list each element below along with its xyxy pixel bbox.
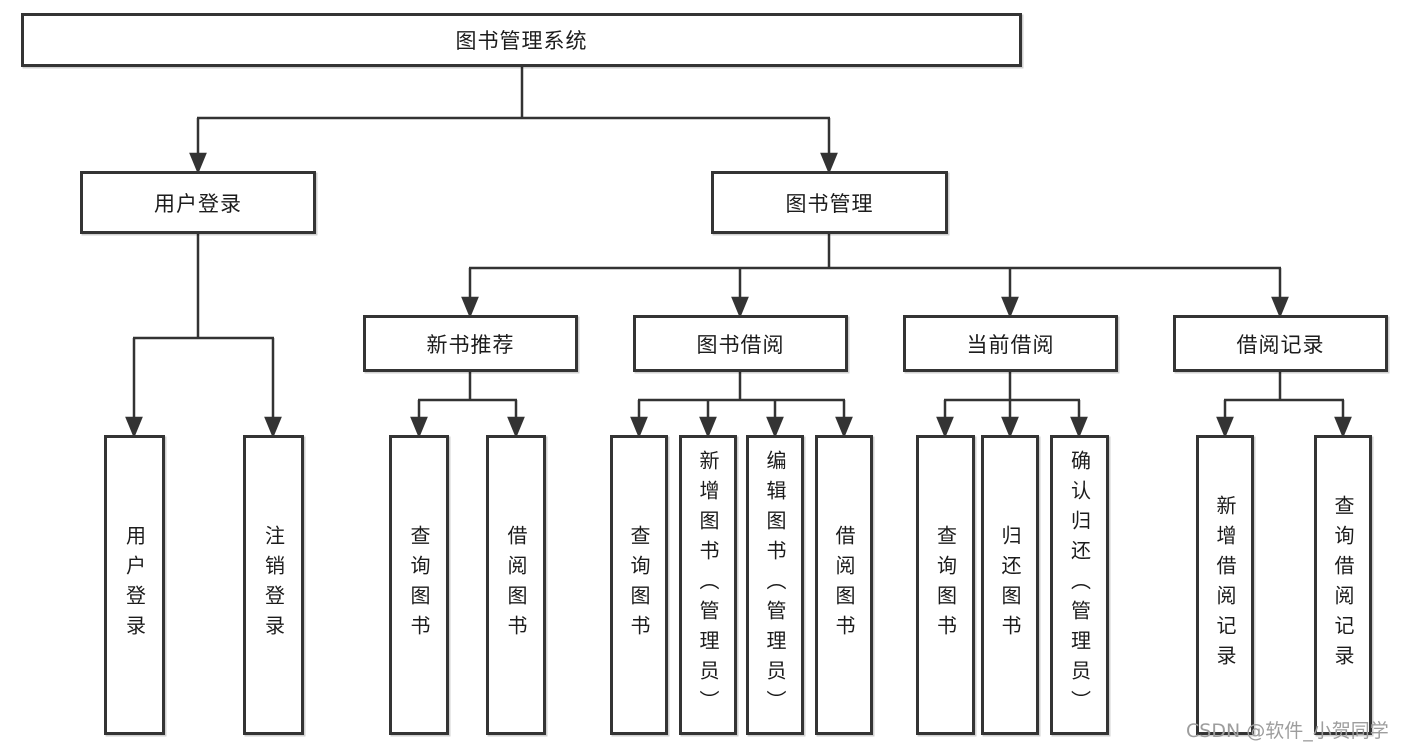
leaf-query-books-2-label: 查询图书 — [627, 525, 651, 645]
leaf-borrow-books-1: 借阅图书 — [486, 435, 546, 735]
leaf-query-books-1: 查询图书 — [389, 435, 449, 735]
node-root: 图书管理系统 — [21, 13, 1022, 67]
leaf-borrow-books-2: 借阅图书 — [815, 435, 873, 735]
leaf-add-borrow-record: 新增借阅记录 — [1196, 435, 1254, 735]
leaf-confirm-return-admin-label: 确认归还（管理员） — [1067, 450, 1092, 720]
node-current-borrow: 当前借阅 — [903, 315, 1118, 372]
leaf-return-books-label: 归还图书 — [998, 525, 1022, 645]
node-borrow-record: 借阅记录 — [1173, 315, 1388, 372]
node-user-login: 用户登录 — [80, 171, 316, 234]
leaf-query-books-2: 查询图书 — [610, 435, 668, 735]
leaf-query-borrow-record-label: 查询借阅记录 — [1331, 495, 1355, 675]
leaf-logout-label: 注销登录 — [261, 525, 286, 645]
leaf-user-login: 用户登录 — [104, 435, 165, 735]
node-book-management: 图书管理 — [711, 171, 948, 234]
csdn-watermark: CSDN @软件_小贺同学 — [1186, 720, 1389, 742]
node-new-book-recommend-label: 新书推荐 — [426, 332, 515, 357]
leaf-return-books: 归还图书 — [981, 435, 1039, 735]
leaf-query-borrow-record: 查询借阅记录 — [1314, 435, 1372, 735]
leaf-edit-books-admin-label: 编辑图书（管理员） — [763, 450, 787, 720]
node-current-borrow-label: 当前借阅 — [966, 332, 1055, 357]
node-root-label: 图书管理系统 — [455, 29, 588, 53]
leaf-query-books-3: 查询图书 — [916, 435, 975, 735]
node-book-borrow-label: 图书借阅 — [696, 332, 785, 357]
leaf-confirm-return-admin: 确认归还（管理员） — [1050, 435, 1109, 735]
leaf-borrow-books-2-label: 借阅图书 — [832, 525, 856, 645]
node-new-book-recommend: 新书推荐 — [363, 315, 578, 372]
leaf-user-login-label: 用户登录 — [122, 525, 147, 645]
leaf-logout: 注销登录 — [243, 435, 304, 735]
leaf-borrow-books-1-label: 借阅图书 — [504, 525, 528, 645]
leaf-query-books-1-label: 查询图书 — [407, 525, 431, 645]
node-user-login-label: 用户登录 — [154, 191, 242, 216]
leaf-add-books-admin-label: 新增图书（管理员） — [696, 450, 720, 720]
node-book-borrow: 图书借阅 — [633, 315, 848, 372]
leaf-edit-books-admin: 编辑图书（管理员） — [746, 435, 804, 735]
node-borrow-record-label: 借阅记录 — [1236, 332, 1325, 357]
leaf-add-books-admin: 新增图书（管理员） — [679, 435, 737, 735]
leaf-query-books-3-label: 查询图书 — [933, 525, 958, 645]
node-book-management-label: 图书管理 — [785, 191, 874, 216]
leaf-add-borrow-record-label: 新增借阅记录 — [1213, 495, 1237, 675]
